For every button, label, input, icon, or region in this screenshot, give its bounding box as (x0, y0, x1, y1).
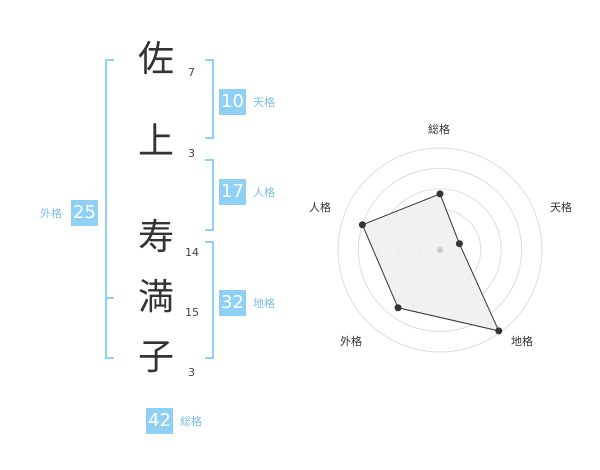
tenkaku-bracket (205, 59, 214, 139)
chikaku-bracket (205, 241, 214, 359)
tenkaku-score: 10 (219, 89, 246, 115)
stroke-count-4: 15 (185, 306, 199, 319)
soukaku-label: 総格 (180, 415, 202, 428)
name-char-3: 寿 (137, 217, 174, 258)
radar-axis-label-soukaku: 総格 (428, 123, 450, 136)
radar-ring (357, 167, 523, 333)
radar-ring (337, 147, 543, 353)
radar-axis-label-jinkaku: 人格 (309, 201, 331, 214)
radar-axis-label-chikaku: 地格 (511, 335, 533, 348)
stroke-count-2: 3 (188, 147, 195, 160)
gaikaku-bracket (105, 59, 114, 359)
stroke-count-1: 7 (188, 66, 195, 79)
radar-point (495, 327, 503, 335)
radar-point (394, 304, 402, 312)
gaikaku-score: 25 (71, 200, 98, 226)
jinkaku-label: 人格 (253, 186, 275, 199)
radar-point (455, 240, 463, 248)
jinkaku-score: 17 (219, 179, 246, 205)
radar-point (436, 190, 444, 198)
name-char-2: 上 (137, 121, 174, 162)
stroke-count-5: 3 (188, 366, 195, 379)
chikaku-label: 地格 (253, 297, 275, 310)
gaikaku-label: 外格 (40, 207, 62, 220)
name-char-1: 佐 (137, 39, 174, 80)
name-char-4: 満 (137, 277, 174, 318)
radar-axis-label-gaikaku: 外格 (340, 335, 362, 348)
radar-axis-label-tenkaku: 天格 (550, 201, 572, 214)
radar-point (358, 221, 366, 229)
jinkaku-bracket (205, 159, 214, 231)
soukaku-score: 42 (146, 408, 173, 434)
stroke-count-3: 14 (185, 246, 199, 259)
chikaku-score: 32 (219, 290, 246, 316)
tenkaku-label: 天格 (253, 96, 275, 109)
radar-center (437, 247, 443, 253)
radar-area (361, 193, 500, 332)
name-char-5: 子 (137, 337, 174, 378)
